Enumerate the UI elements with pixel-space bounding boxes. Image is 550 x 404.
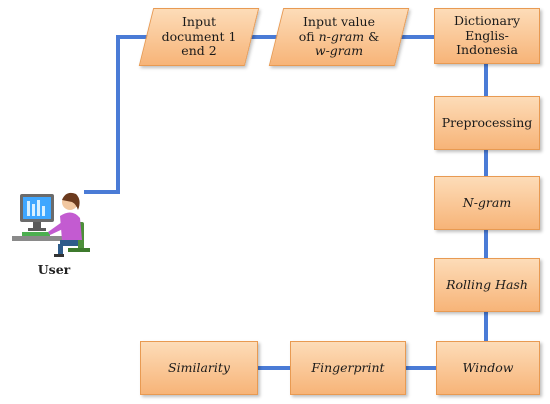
input-documents-node: Input document 1 end 2 [138,8,260,66]
dictionary-label: Dictionary Englis-Indonesia [453,13,521,58]
ngram-node: N-gram [434,176,540,230]
ngram-label: N-gram [462,194,512,210]
input-value-label: Input value ofi n-gram & w-gram [298,14,380,59]
input-value-node: Input value ofi n-gram & w-gram [268,8,410,66]
fingerprint-label: Fingerprint [311,359,385,375]
rolling-hash-node: Rolling Hash [434,258,540,312]
preprocessing-node: Preprocessing [434,96,540,150]
window-label: Window [462,359,514,375]
preprocessing-label: Preprocessing [441,114,533,130]
fingerprint-node: Fingerprint [290,341,406,395]
user-at-computer-icon [12,192,90,257]
similarity-node: Similarity [140,341,258,395]
rolling-hash-label: Rolling Hash [446,276,528,292]
input-documents-label: Input document 1 end 2 [161,14,237,59]
dictionary-node: Dictionary Englis-Indonesia [434,8,540,64]
user-label: User [37,262,71,277]
window-node: Window [436,341,540,395]
connector-user-to-input [84,35,154,194]
similarity-label: Similarity [168,359,230,375]
